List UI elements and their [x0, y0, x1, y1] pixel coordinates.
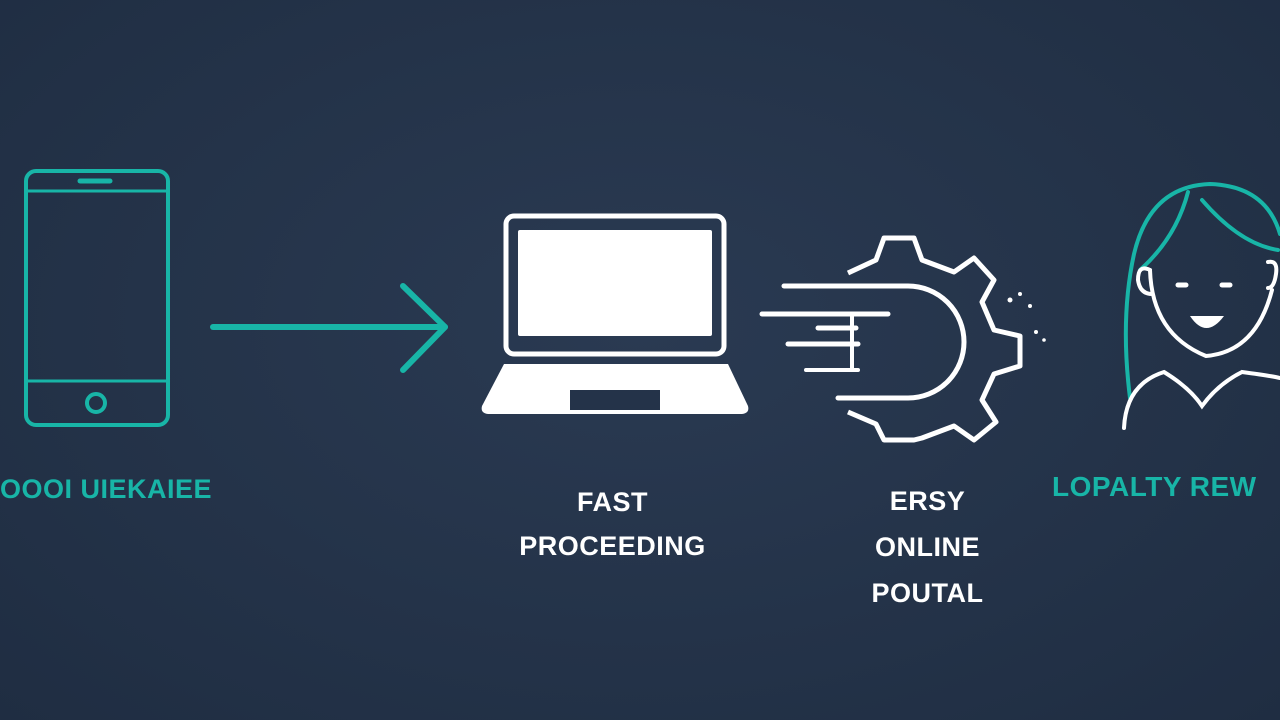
- step-label-line: FAST: [576, 487, 648, 517]
- step-label-line: OOOI UIEKAIEE: [0, 474, 213, 504]
- gear-speed-icon: [759, 235, 1046, 443]
- step-label-line: POUTAL: [871, 578, 984, 608]
- step-label-line: ERSY: [889, 486, 966, 516]
- smartphone-icon: [24, 169, 170, 427]
- step-label-line: ONLINE: [874, 532, 980, 562]
- laptop-icon: [481, 213, 749, 414]
- person-smiling-icon: [1122, 181, 1280, 430]
- arrow-right-icon: [210, 283, 448, 373]
- step-label-phone: OOOI UIEKAIEE: [0, 474, 240, 505]
- step-label-fast-proceeding: FAST PROCEEDING: [480, 480, 745, 568]
- step-label-easy-online-portal: ERSY ONLINE POUTAL: [830, 478, 1025, 616]
- step-label-line: PROCEEDING: [519, 531, 706, 561]
- step-label-line: LOPALTY REW: [1052, 471, 1257, 502]
- step-label-loyalty-reward: LOPALTY REW: [1052, 471, 1280, 503]
